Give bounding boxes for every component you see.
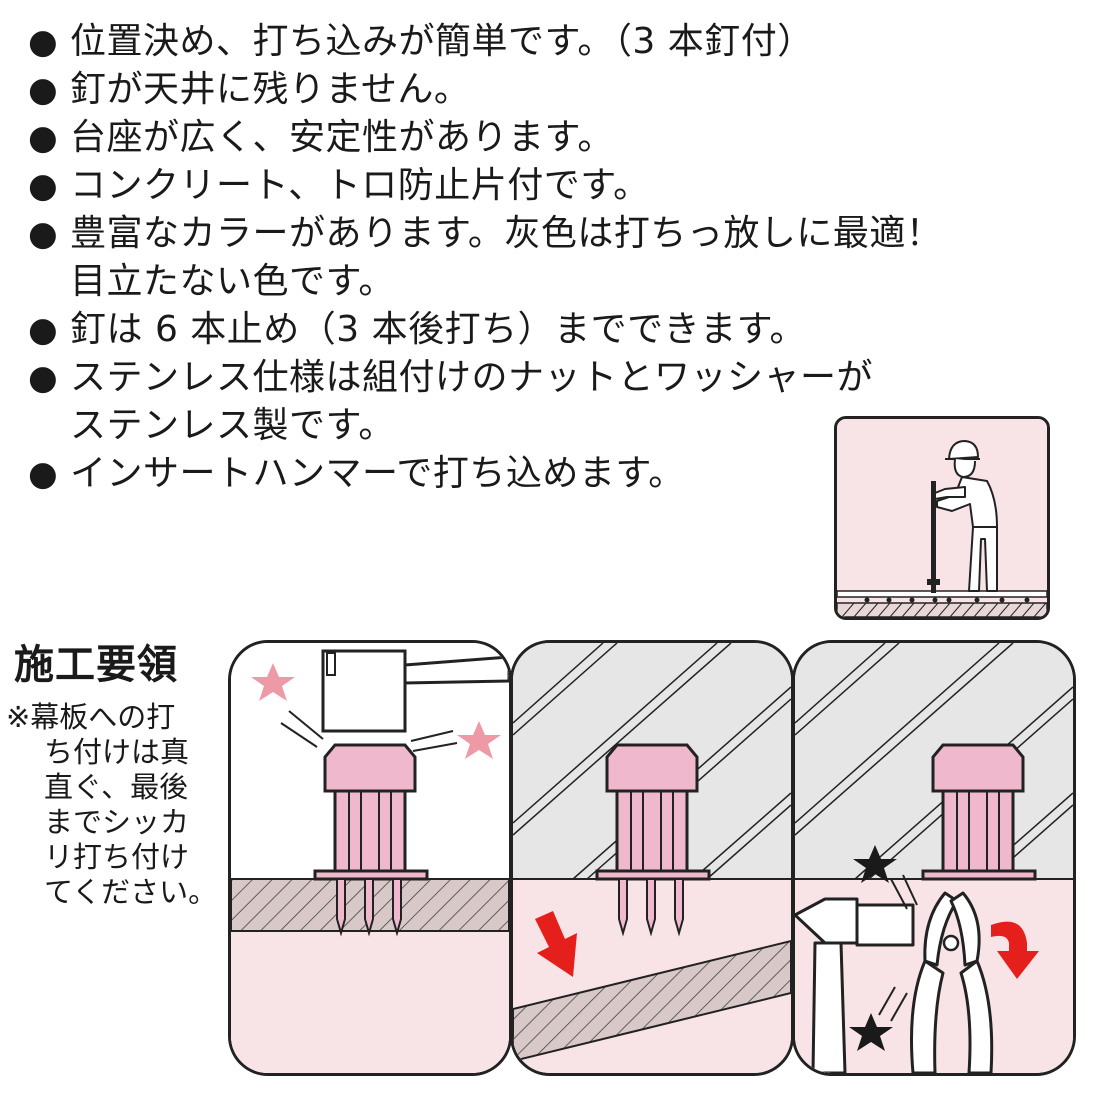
bullet-icon: ● <box>28 22 59 62</box>
feature-text: 豊富なカラーがあります。灰色は打ちっ放しに最適！ <box>70 213 943 254</box>
bullet-icon: ● <box>28 214 59 254</box>
bullet-icon: ● <box>28 310 59 350</box>
down-arrow-icon <box>535 911 577 977</box>
feature-item: ● ステンレス仕様は組付けのナットとワッシャーがステンレス製です。 <box>28 354 1088 450</box>
feature-item: ● 位置決め、打ち込みが簡単です。（3 本釘付） <box>28 18 1088 66</box>
bullet-icon: ● <box>28 454 59 494</box>
step-3-image <box>795 643 1073 1073</box>
feature-text-continued: ステンレス製です。 <box>70 405 395 446</box>
note-line: リ打ち付け <box>44 840 190 874</box>
feature-list: ● 位置決め、打ち込みが簡単です。（3 本釘付） ● 釘が天井に残りません。 ● 台座… <box>28 18 1088 498</box>
feature-text: 釘は 6 本止め（3 本後打ち）までできます。 <box>70 309 807 350</box>
feature-text: 台座が広く、安定性があります。 <box>70 117 614 158</box>
step-2-panel <box>510 640 794 1076</box>
note-line: てください。 <box>44 875 218 909</box>
bullet-icon: ● <box>28 118 59 158</box>
note-line: ※幕板への打 <box>6 700 176 734</box>
feature-text: インサートハンマーで打ち込めます。 <box>70 453 685 494</box>
worker-illustration <box>834 416 1050 620</box>
step-1-image <box>231 643 509 1073</box>
note-line: ち付けは真 <box>44 735 190 769</box>
rotate-arrow-icon <box>991 921 1039 979</box>
feature-item: ● 台座が広く、安定性があります。 <box>28 114 1088 162</box>
step-3-panel <box>792 640 1076 1076</box>
section-title: 施工要領 <box>14 642 178 688</box>
feature-text-continued: 目立たない色です。 <box>70 261 395 302</box>
feature-text: ステンレス仕様は組付けのナットとワッシャーが <box>70 357 874 398</box>
feature-text: コンクリート、トロ防止片付です。 <box>70 165 650 206</box>
feature-item: ● インサートハンマーで打ち込めます。 <box>28 450 1088 498</box>
feature-item: ● 釘は 6 本止め（3 本後打ち）までできます。 <box>28 306 1088 354</box>
bullet-icon: ● <box>28 70 59 110</box>
worker-hammering-image <box>837 419 1047 617</box>
step-2-image <box>513 643 791 1073</box>
note-line: までシッカ <box>44 805 190 839</box>
feature-text: 釘が天井に残りません。 <box>70 69 471 110</box>
bullet-icon: ● <box>28 166 59 206</box>
bullet-icon: ● <box>28 358 59 398</box>
feature-item: ● コンクリート、トロ防止片付です。 <box>28 162 1088 210</box>
feature-item: ● 豊富なカラーがあります。灰色は打ちっ放しに最適！ 目立たない色です。 <box>28 210 1088 306</box>
feature-item: ● 釘が天井に残りません。 <box>28 66 1088 114</box>
feature-text: 位置決め、打ち込みが簡単です。（3 本釘付） <box>70 21 814 62</box>
procedure-note: ※幕板への打 ち付けは真 直ぐ、最後 までシッカ リ打ち付け てください。 <box>6 700 218 910</box>
note-line: 直ぐ、最後 <box>44 770 189 804</box>
step-1-panel <box>228 640 512 1076</box>
